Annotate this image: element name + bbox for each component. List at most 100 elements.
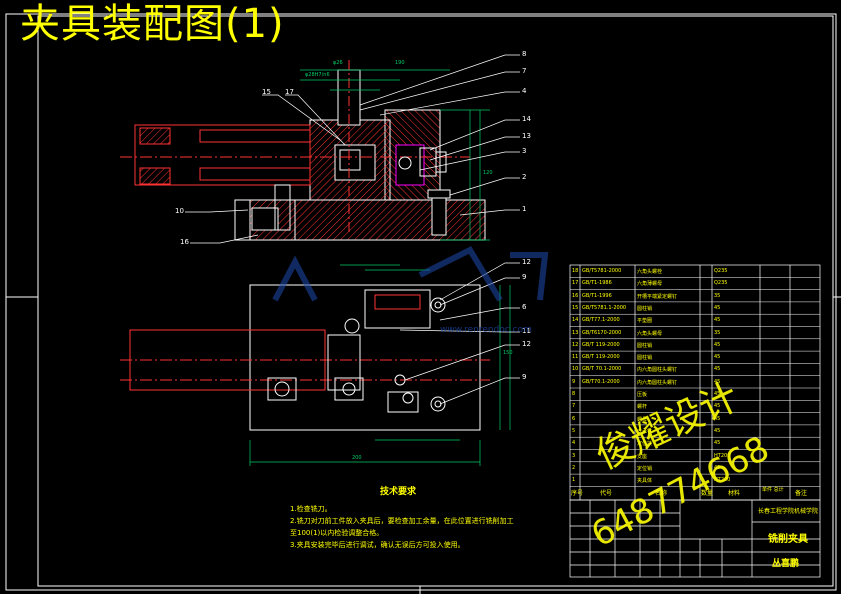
table-cell: 平垫圈: [637, 318, 653, 325]
callout-number: 1: [522, 205, 527, 213]
table-cell: 12: [572, 341, 579, 348]
table-cell: 支承钉: [637, 428, 653, 435]
table-cell: 45: [714, 378, 721, 385]
table-cell: 8: [572, 391, 576, 397]
table-cell: GB/T77.1-2000: [582, 317, 620, 324]
table-cell: GB/T6170-2000: [582, 329, 622, 336]
dim-label: φ26: [333, 60, 343, 66]
drawing-title: 夹具装配图(1): [20, 1, 285, 47]
sheet-border: [5, 13, 837, 591]
table-cell: 45: [714, 391, 721, 397]
callout-number: 2: [522, 173, 527, 181]
table-cell: 螺杆: [637, 404, 648, 411]
table-cell: 45: [714, 304, 721, 311]
table-cell: 14: [572, 317, 579, 324]
drawing-name: 铣削夹具: [768, 534, 808, 545]
callout-number: 4: [522, 87, 527, 95]
table-cell: 六角薄螺母: [637, 281, 663, 288]
table-cell: 35: [714, 329, 721, 336]
table-cell: 六角头螺栓: [637, 269, 663, 275]
table-cell: 18: [572, 268, 579, 274]
header-cell: 备注: [795, 490, 808, 497]
table-cell: 圆柱销: [637, 355, 653, 362]
dim-label: 120: [483, 170, 493, 176]
table-cell: 35: [714, 292, 721, 299]
table-cell: 45: [714, 427, 721, 434]
drawing-frame: [37, 15, 834, 587]
callout-number: 17: [285, 88, 294, 96]
table-cell: GB/T1-1996: [582, 292, 612, 299]
table-cell: 内六角圆柱头螺钉: [637, 367, 678, 374]
callout-number: 15: [262, 88, 271, 96]
tech-requirements-heading: 技术要求: [380, 487, 417, 497]
table-cell: 45: [714, 354, 721, 361]
table-cell: GB/T5781-2000: [582, 268, 622, 274]
callout-number: 6: [522, 303, 527, 311]
table-cell: 11: [572, 354, 579, 361]
title-block: [569, 499, 821, 578]
renrendoc-watermark-logo: [272, 246, 549, 302]
table-cell: GB/T 119-2000: [582, 354, 620, 361]
school-name: 长春工程学院机械学院: [758, 508, 819, 515]
table-cell: HT200: [714, 452, 731, 459]
table-cell: 支座: [637, 453, 648, 460]
table-cell: GB/T 119-2000: [582, 341, 620, 348]
table-cell: GB/T70.1-2000: [582, 378, 620, 385]
dim-label: 190: [395, 60, 405, 66]
table-cell: 45: [714, 403, 721, 410]
table-cell: GB/T5781.1-2000: [582, 304, 627, 311]
tech-note: 1.检查铣刀。: [290, 505, 332, 513]
table-cell: 45: [714, 415, 721, 422]
header-cell: 名称: [655, 490, 668, 497]
table-cell: 13: [572, 329, 579, 336]
callout-number: 14: [522, 115, 531, 123]
callout-number: 12: [522, 340, 531, 348]
table-cell: 定位销: [637, 465, 653, 472]
table-cell: 3: [572, 452, 576, 459]
table-cell: 4: [572, 440, 576, 447]
table-cell: 6: [572, 415, 576, 422]
table-cell: GB/T1-1986: [582, 280, 612, 287]
dim-label: 150: [503, 350, 513, 356]
dim-label: 200: [352, 455, 362, 461]
table-cell: 5: [572, 427, 576, 434]
table-cell: 2: [572, 464, 576, 471]
callout-number: 9: [522, 273, 527, 281]
table-cell: 1: [572, 477, 576, 484]
table-cell: Q235: [714, 280, 728, 287]
callout-number: 9: [522, 373, 527, 381]
header-cell: 序号: [571, 490, 584, 497]
table-cell: 7: [572, 403, 576, 410]
callout-number: 3: [522, 147, 527, 155]
table-cell: 45: [714, 366, 721, 373]
callout-number: 7: [522, 67, 527, 75]
callout-number: 11: [522, 327, 531, 335]
table-cell: 螺母: [637, 416, 648, 423]
header-cell: 材料: [728, 490, 741, 497]
callout-number: 13: [522, 132, 531, 140]
table-cell: 45: [714, 464, 721, 471]
designer-name: 丛喜鹏: [772, 559, 800, 569]
callout-number: 8: [522, 50, 527, 58]
front-view: [120, 60, 490, 241]
table-cell: 圆柱销: [637, 342, 653, 349]
table-cell: 45: [714, 440, 721, 447]
top-view: [120, 264, 511, 466]
table-cell: Q235: [714, 268, 728, 274]
tech-note: 至100(1)以内检验调整合格。: [290, 529, 384, 537]
callout-number: 10: [175, 207, 184, 215]
table-cell: GB/T 70.1-2000: [582, 366, 622, 373]
table-cell: 圆柱销: [637, 305, 653, 312]
watermark-url: www.renrendoc.com: [440, 325, 532, 335]
table-cell: 夹具体: [637, 478, 653, 485]
dim-label: φ28H7/n6: [305, 72, 330, 78]
table-cell: 开槽平端紧定螺钉: [637, 293, 678, 300]
table-cell: 45: [714, 341, 721, 348]
header-cell: 单件 总计: [762, 487, 784, 493]
table-cell: 15: [572, 304, 579, 311]
table-cell: 16: [572, 292, 579, 299]
table-cell: 10: [572, 366, 579, 373]
tech-note: 2.铣刀对刀前工件放入夹具后，要检查加工余量，在此位置进行铣削加工: [290, 517, 514, 525]
